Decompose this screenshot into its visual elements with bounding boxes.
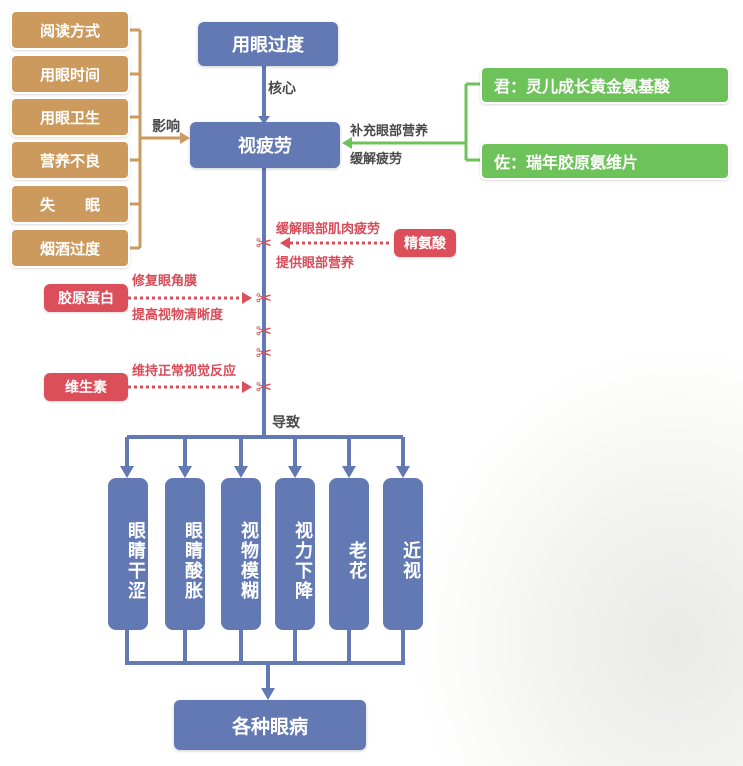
- nutrient-effect-top: 缓解眼部肌肉疲劳: [276, 222, 381, 237]
- scissors-icon: ✂: [255, 231, 273, 255]
- cause-item: 阅读方式: [10, 10, 130, 50]
- result-node: 各种眼病: [174, 700, 366, 750]
- cause-item: 营养不良: [10, 140, 130, 180]
- nutrient-box: 维生素: [44, 373, 128, 401]
- remedy-label-bottom: 缓解疲劳: [350, 152, 403, 167]
- symptom-item: 视力下降: [275, 478, 315, 630]
- nutrient-box: 胶原蛋白: [44, 284, 128, 312]
- symptom-item: 眼睛干涩: [108, 478, 148, 630]
- cause-item: 用眼卫生: [10, 97, 130, 137]
- scissors-icon: ✂: [255, 319, 273, 343]
- cause-item: 用眼时间: [10, 54, 130, 94]
- scissors-icon: ✂: [255, 286, 273, 310]
- core-label: 核心: [268, 81, 296, 97]
- remedy-item: 君：灵儿成长黄金氨基酸: [480, 66, 730, 104]
- top-node: 用眼过度: [198, 22, 338, 66]
- nutrient-effect-top: 维持正常视觉反应: [132, 364, 237, 379]
- cause-item: 烟酒过度: [10, 228, 130, 268]
- symptom-item: 视物模糊: [221, 478, 261, 630]
- influence-label: 影响: [152, 119, 180, 135]
- nutrient-box: 精氨酸: [394, 229, 456, 257]
- cause-item: 失 眠: [10, 184, 130, 224]
- symptom-item: 近视: [383, 478, 423, 630]
- nutrient-effect-bottom: 提高视物清晰度: [132, 308, 224, 323]
- symptom-item: 眼睛酸胀: [165, 478, 205, 630]
- scissors-icon: ✂: [255, 375, 273, 399]
- nutrient-effect-bottom: 提供眼部营养: [276, 256, 355, 271]
- center-node: 视疲劳: [190, 122, 340, 168]
- remedy-label-top: 补充眼部营养: [350, 124, 429, 139]
- lead-label: 导致: [272, 415, 300, 431]
- nutrient-effect-top: 修复眼角膜: [132, 274, 198, 289]
- background-shade: [413, 346, 743, 766]
- symptom-item: 老花: [329, 478, 369, 630]
- scissors-icon: ✂: [255, 341, 273, 365]
- remedy-item: 佐：瑞年胶原氨维片: [480, 142, 730, 180]
